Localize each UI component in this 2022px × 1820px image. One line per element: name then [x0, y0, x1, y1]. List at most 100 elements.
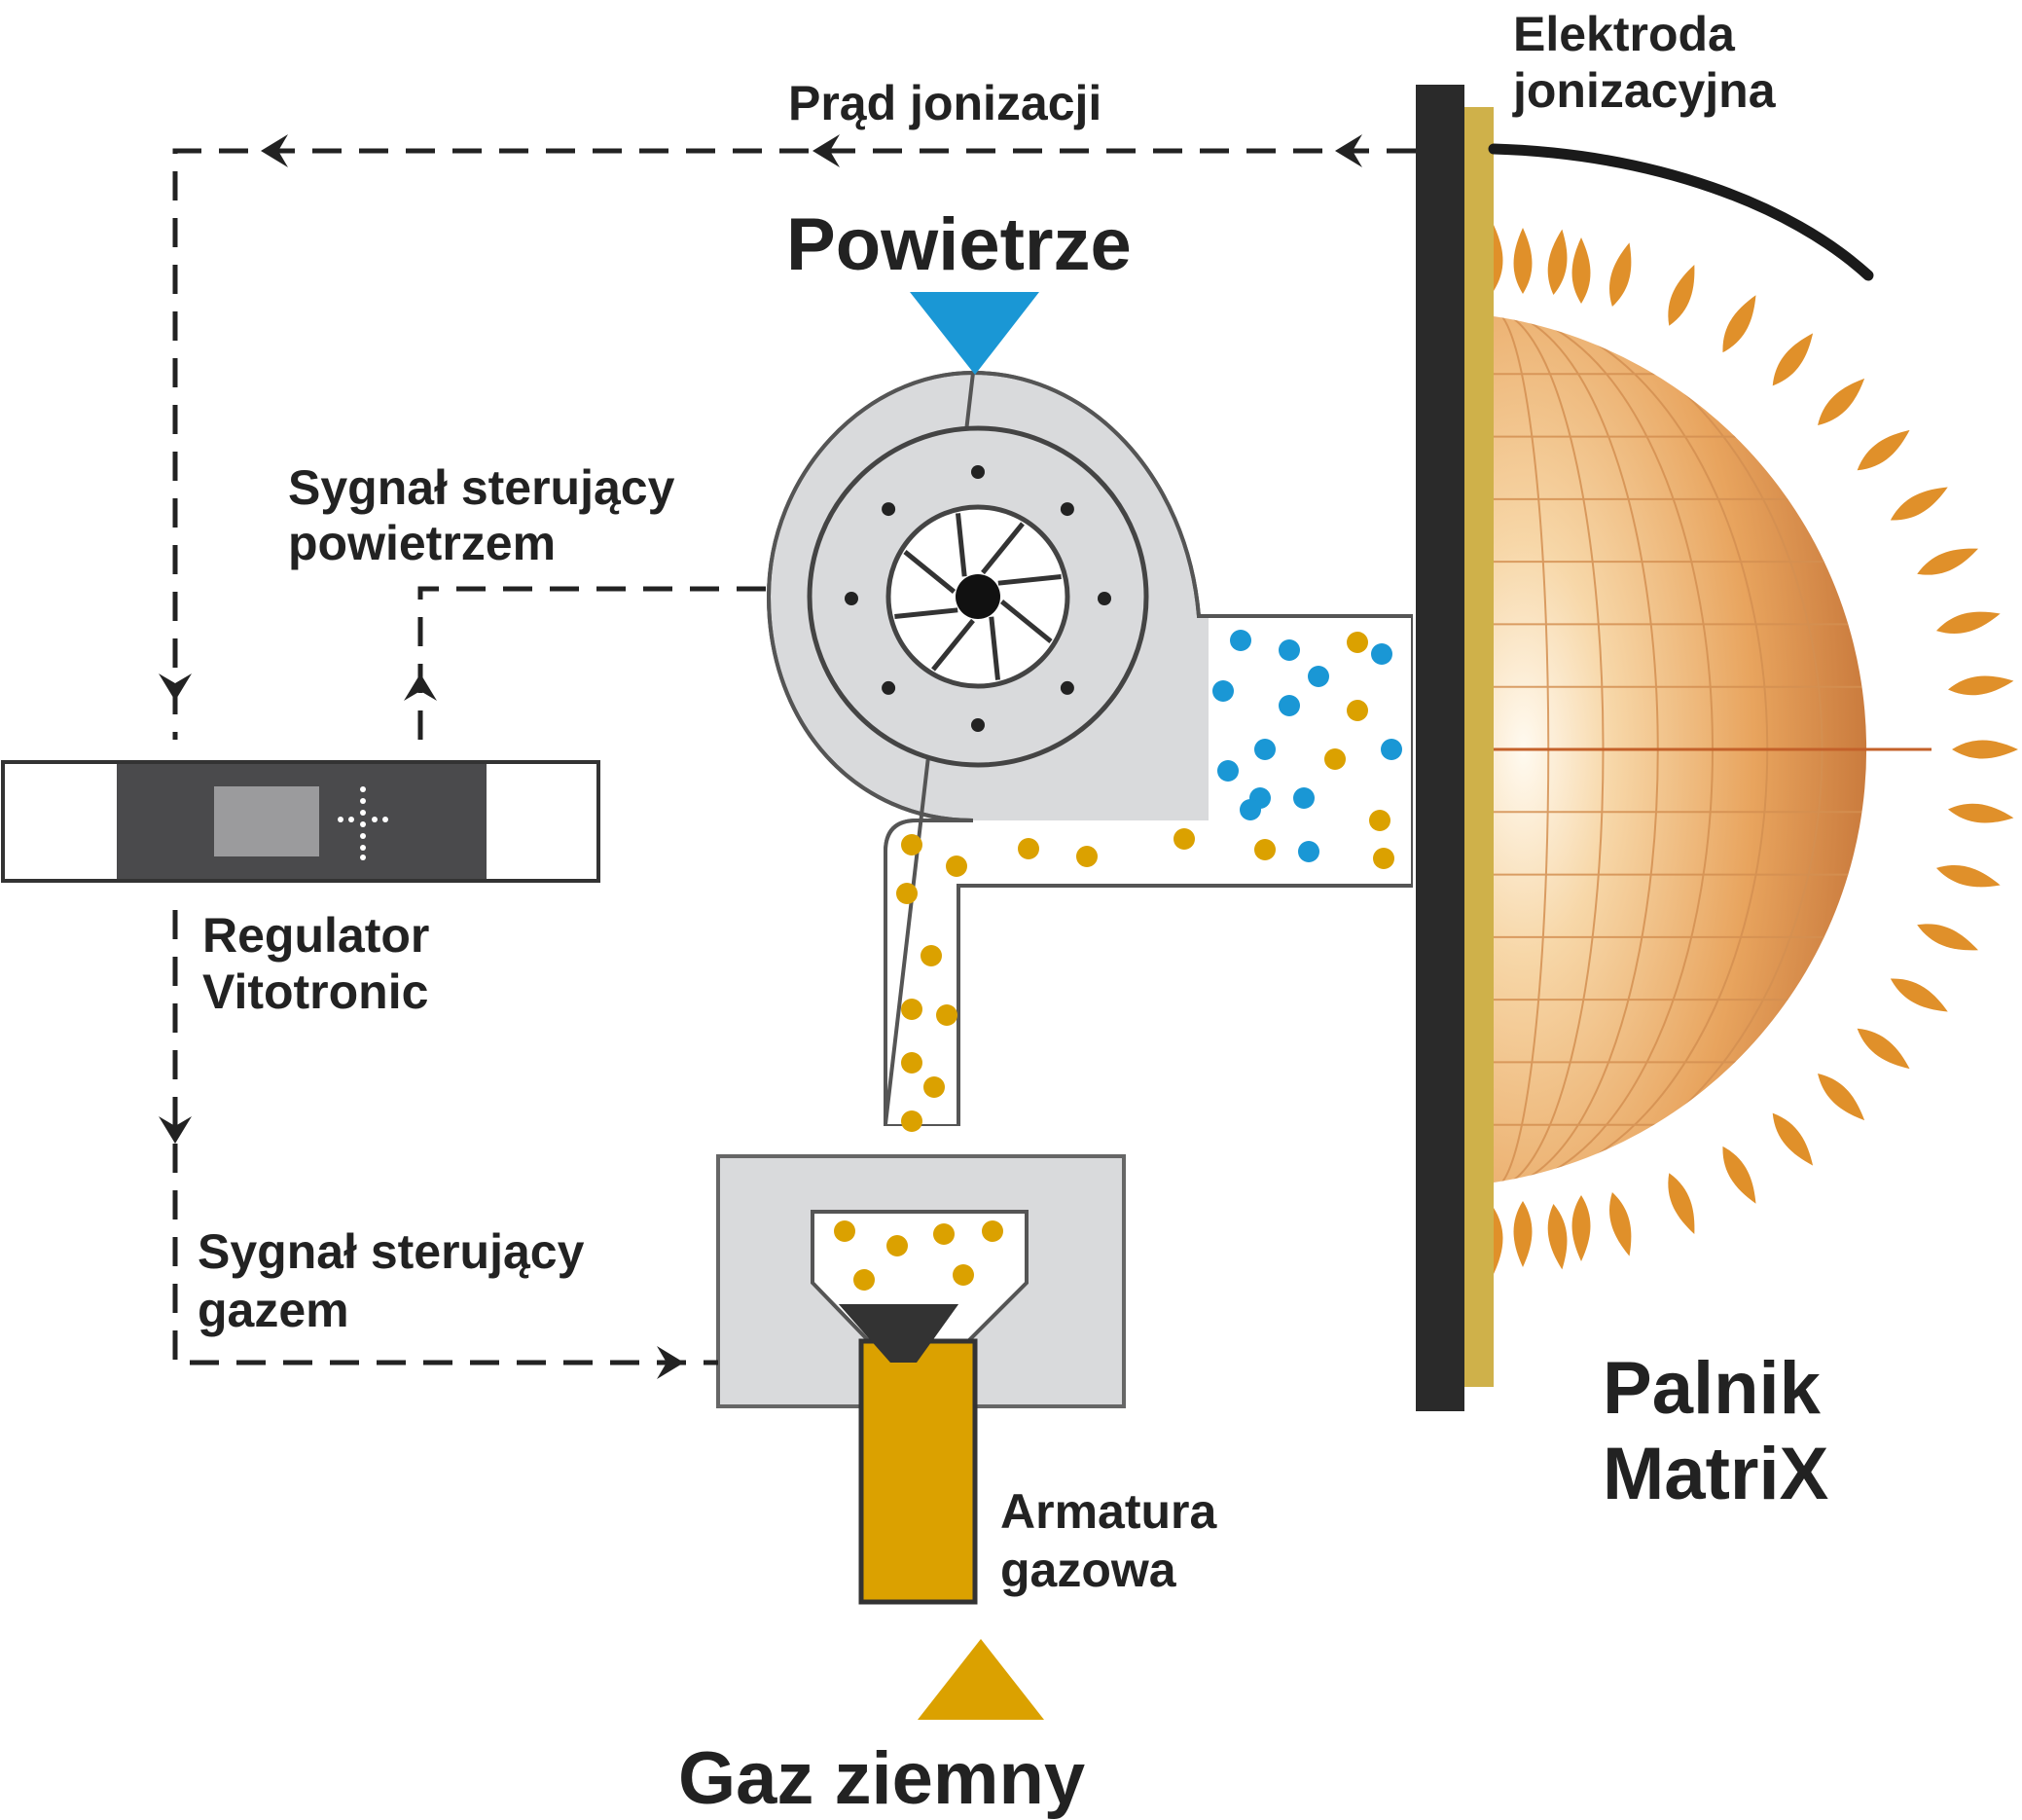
gas-particle — [901, 1110, 922, 1132]
arrow-icon — [404, 673, 437, 701]
arrow-icon — [1335, 134, 1362, 167]
gas-particle — [853, 1269, 875, 1291]
fan-wheel-icon — [807, 425, 1149, 768]
gas-particle — [1347, 632, 1368, 653]
gas-particle — [901, 1052, 922, 1074]
gas-particle — [933, 1223, 955, 1245]
regulator-label-line1: Regulator — [202, 908, 429, 963]
air-gas-particles — [896, 630, 1402, 1181]
flame-icon — [1811, 1067, 1871, 1127]
triangle-up-icon — [918, 1639, 1044, 1720]
arrow-icon — [159, 1116, 192, 1144]
air-particle — [1293, 787, 1315, 809]
flame-icon — [1513, 1201, 1533, 1267]
gas-particle — [921, 945, 942, 966]
flame-icon — [1851, 1021, 1916, 1076]
flame-icon — [1851, 422, 1916, 478]
gas-particle — [1173, 828, 1195, 850]
air-particle — [1230, 630, 1251, 651]
ionization-electrode — [1488, 143, 1874, 281]
gas-valve — [716, 1154, 1126, 1605]
gas-particle — [834, 1220, 855, 1242]
flame-icon — [1544, 1202, 1571, 1271]
gas-particle — [901, 834, 922, 855]
gas-valve-label-line2: gazowa — [1000, 1543, 1177, 1597]
arrow-icon — [812, 134, 840, 167]
flame-icon — [1933, 858, 2004, 894]
signal-lines — [159, 134, 1416, 1379]
gas-valve-particles — [834, 1220, 1003, 1291]
air-particle — [1298, 841, 1319, 862]
regulator-dpad-icon — [338, 786, 388, 860]
flame-icon — [1544, 228, 1571, 297]
air-particle — [1212, 680, 1234, 702]
flame-icon — [1765, 1107, 1821, 1172]
flame-icon — [1886, 479, 1953, 528]
gas-particle — [1076, 846, 1098, 867]
flame-icon — [1715, 290, 1764, 357]
gas-particle — [1018, 838, 1039, 859]
arrow-icon — [261, 134, 288, 167]
air-particle — [1308, 666, 1329, 687]
burner-label-line1: Palnik — [1603, 1347, 1822, 1430]
air-label: Powietrze — [786, 203, 1132, 286]
gas-particle — [936, 1004, 957, 1026]
arrow-icon — [657, 1346, 684, 1379]
air-particle — [1279, 695, 1300, 716]
flame-icon — [1513, 228, 1533, 294]
gas-control-signal-label-line1: Sygnał sterujący — [198, 1224, 585, 1279]
gas-particle — [886, 1235, 908, 1256]
flame-icon — [1603, 1189, 1639, 1259]
flame-icon — [1603, 239, 1639, 309]
flame-icon — [1933, 604, 2004, 640]
air-particle — [1240, 799, 1261, 820]
flame-icon — [1765, 327, 1821, 392]
arrow-icon — [159, 673, 192, 701]
air-particle — [1217, 760, 1239, 782]
gas-valve-label-line1: Armatura — [1000, 1484, 1217, 1539]
gas-particle — [896, 883, 918, 904]
flame-icon — [1946, 672, 2015, 699]
regulator-vitotronic — [1, 760, 600, 883]
gas-particle — [946, 855, 967, 877]
air-control-signal-line — [417, 586, 769, 740]
gas-particle — [923, 1076, 945, 1098]
flame-icon — [1913, 539, 1982, 583]
air-particle — [1254, 739, 1276, 760]
flame-icon — [1811, 372, 1871, 432]
flame-icon — [1660, 261, 1704, 330]
flame-icon — [1715, 1142, 1764, 1209]
regulator-label-line2: Vitotronic — [202, 965, 428, 1019]
mount-plate-wall — [1416, 85, 1464, 1411]
flame-icon — [1571, 237, 1591, 304]
ionization-electrode-label-line2: jonizacyjna — [1512, 63, 1777, 118]
gas-control-signal-label-line2: gazem — [198, 1283, 349, 1337]
air-particle — [1279, 639, 1300, 661]
air-particle — [1381, 739, 1402, 760]
ionization-current-label: Prąd jonizacji — [788, 76, 1101, 130]
gas-particle — [901, 999, 922, 1020]
regulator-display — [214, 786, 319, 856]
flame-icon — [1571, 1195, 1591, 1261]
gas-particle — [953, 1264, 974, 1286]
ionization-current-line — [172, 148, 1416, 740]
flame-icon — [1660, 1169, 1704, 1238]
burner-label-line2: MatriX — [1603, 1433, 1829, 1515]
flame-icon — [1913, 916, 1982, 960]
air-control-signal-label-line2: powietrzem — [288, 516, 556, 570]
gas-particle — [1369, 810, 1390, 831]
gas-particle — [1254, 839, 1276, 860]
ionization-electrode-label-line1: Elektroda — [1513, 7, 1736, 61]
natural-gas-label: Gaz ziemny — [678, 1737, 1085, 1820]
gas-control-signal-line — [172, 910, 718, 1365]
gas-particle — [982, 1220, 1003, 1242]
air-control-signal-label-line1: Sygnał sterujący — [288, 460, 675, 515]
gas-particle — [1373, 848, 1394, 869]
mount-plate-gold — [1464, 107, 1494, 1387]
triangle-down-icon — [910, 292, 1039, 375]
flame-icon — [1952, 740, 2018, 759]
flame-icon — [1886, 970, 1953, 1020]
air-particle — [1371, 643, 1392, 665]
gas-particle — [1324, 748, 1346, 770]
